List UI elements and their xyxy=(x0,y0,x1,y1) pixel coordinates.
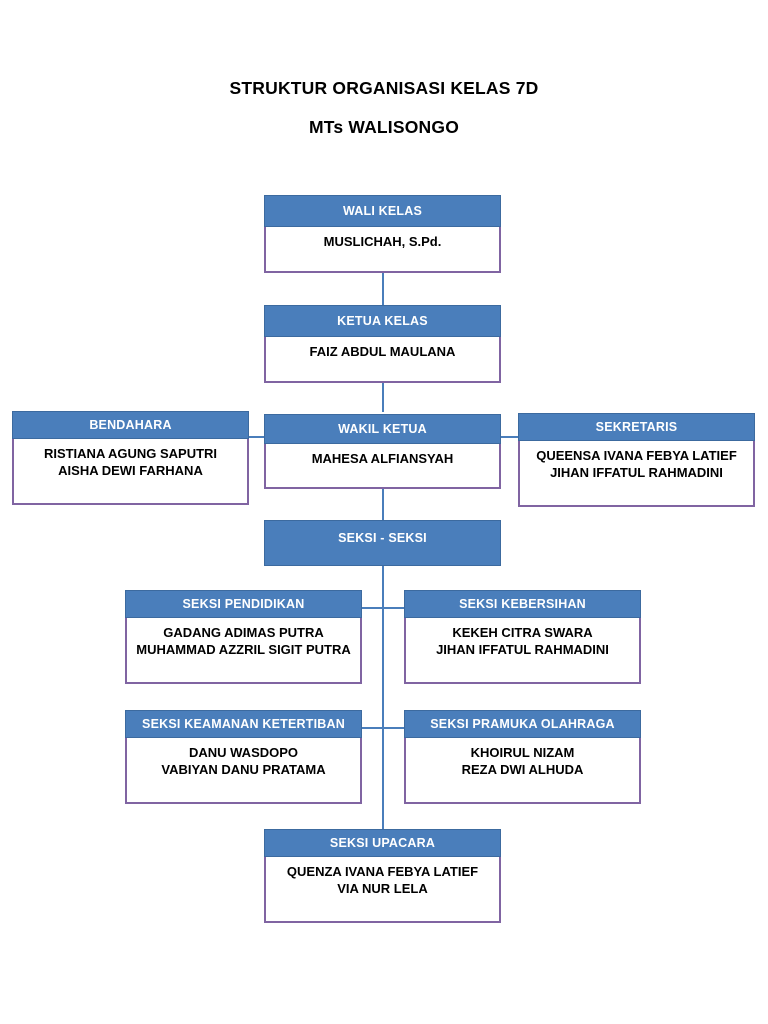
node-seksi-keamanan[interactable]: SEKSI KEAMANAN KETERTIBAN DANU WASDOPO V… xyxy=(125,710,362,804)
node-ketua-kelas-header: KETUA KELAS xyxy=(264,305,501,337)
node-wakil-ketua-header: WAKIL KETUA xyxy=(264,414,501,444)
node-bendahara-header: BENDAHARA xyxy=(12,411,249,439)
node-seksi-upacara-header: SEKSI UPACARA xyxy=(264,829,501,857)
page-title: STRUKTUR ORGANISASI KELAS 7D xyxy=(229,78,539,98)
node-seksi-pendidikan[interactable]: SEKSI PENDIDIKAN GADANG ADIMAS PUTRA MUH… xyxy=(125,590,362,684)
node-seksi-pendidikan-header: SEKSI PENDIDIKAN xyxy=(125,590,362,618)
node-seksi-seksi[interactable]: SEKSI - SEKSI xyxy=(264,520,501,566)
node-seksi-seksi-header: SEKSI - SEKSI xyxy=(264,520,501,566)
node-wakil-ketua[interactable]: WAKIL KETUA MAHESA ALFIANSYAH xyxy=(264,414,501,489)
node-bendahara-body: RISTIANA AGUNG SAPUTRI AISHA DEWI FARHAN… xyxy=(12,439,249,505)
node-seksi-kebersihan-body: KEKEH CITRA SWARA JIHAN IFFATUL RAHMADIN… xyxy=(404,618,641,684)
node-seksi-pendidikan-body: GADANG ADIMAS PUTRA MUHAMMAD AZZRIL SIGI… xyxy=(125,618,362,684)
node-wakil-ketua-body: MAHESA ALFIANSYAH xyxy=(264,444,501,489)
connector-wakil-to-seksi xyxy=(382,489,384,520)
node-seksi-upacara[interactable]: SEKSI UPACARA QUENZA IVANA FEBYA LATIEF … xyxy=(264,829,501,923)
node-wali-kelas-body: MUSLICHAH, S.Pd. xyxy=(264,227,501,273)
node-ketua-kelas[interactable]: KETUA KELAS FAIZ ABDUL MAULANA xyxy=(264,305,501,383)
node-sekretaris-body: QUEENSA IVANA FEBYA LATIEF JIHAN IFFATUL… xyxy=(518,441,755,507)
node-wali-kelas-header: WALI KELAS xyxy=(264,195,501,227)
node-seksi-keamanan-header: SEKSI KEAMANAN KETERTIBAN xyxy=(125,710,362,738)
connector-spine-to-kebersihan xyxy=(382,607,405,609)
node-ketua-kelas-body: FAIZ ABDUL MAULANA xyxy=(264,337,501,383)
node-sekretaris[interactable]: SEKRETARIS QUEENSA IVANA FEBYA LATIEF JI… xyxy=(518,413,755,507)
node-wali-kelas[interactable]: WALI KELAS MUSLICHAH, S.Pd. xyxy=(264,195,501,273)
node-sekretaris-header: SEKRETARIS xyxy=(518,413,755,441)
node-seksi-keamanan-body: DANU WASDOPO VABIYAN DANU PRATAMA xyxy=(125,738,362,804)
node-seksi-pramuka[interactable]: SEKSI PRAMUKA OLAHRAGA KHOIRUL NIZAM REZ… xyxy=(404,710,641,804)
connector-wali-to-ketua xyxy=(382,272,384,308)
connector-spine-to-keamanan xyxy=(361,727,384,729)
node-bendahara[interactable]: BENDAHARA RISTIANA AGUNG SAPUTRI AISHA D… xyxy=(12,411,249,505)
connector-seksi-spine xyxy=(382,566,384,829)
node-seksi-upacara-body: QUENZA IVANA FEBYA LATIEF VIA NUR LELA xyxy=(264,857,501,923)
node-seksi-kebersihan-header: SEKSI KEBERSIHAN xyxy=(404,590,641,618)
node-seksi-kebersihan[interactable]: SEKSI KEBERSIHAN KEKEH CITRA SWARA JIHAN… xyxy=(404,590,641,684)
connector-wakil-to-sekretaris xyxy=(500,436,519,438)
connector-bendahara-to-wakil xyxy=(249,436,266,438)
node-seksi-pramuka-body: KHOIRUL NIZAM REZA DWI ALHUDA xyxy=(404,738,641,804)
node-seksi-pramuka-header: SEKSI PRAMUKA OLAHRAGA xyxy=(404,710,641,738)
connector-spine-to-pendidikan xyxy=(361,607,384,609)
connector-spine-to-pramuka xyxy=(382,727,405,729)
page-subtitle: MTs WALISONGO xyxy=(308,117,460,137)
connector-ketua-to-wakil xyxy=(382,381,384,412)
